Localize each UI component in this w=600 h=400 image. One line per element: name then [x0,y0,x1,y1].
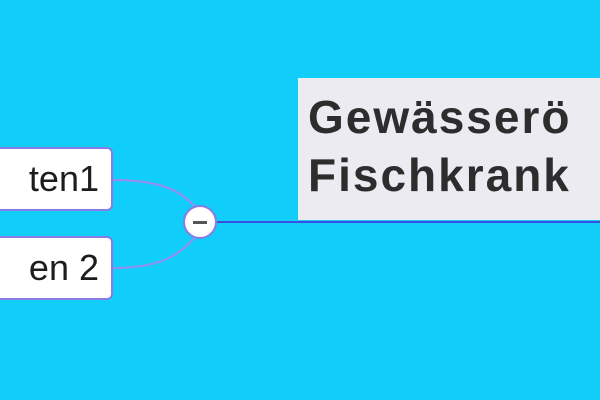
collapse-toggle-button[interactable] [183,205,217,239]
central-topic-line-2: Fischkrank [308,149,571,201]
minus-icon [193,221,207,224]
central-topic[interactable]: Gewässerö Fischkrank [298,78,600,220]
central-topic-line-1: Gewässerö [308,91,572,143]
connector-subtopic-1 [112,179,196,208]
subtopic-1[interactable]: ten1 [0,147,113,211]
connector-subtopic-2 [112,236,196,269]
subtopic-2[interactable]: en 2 [0,236,113,300]
